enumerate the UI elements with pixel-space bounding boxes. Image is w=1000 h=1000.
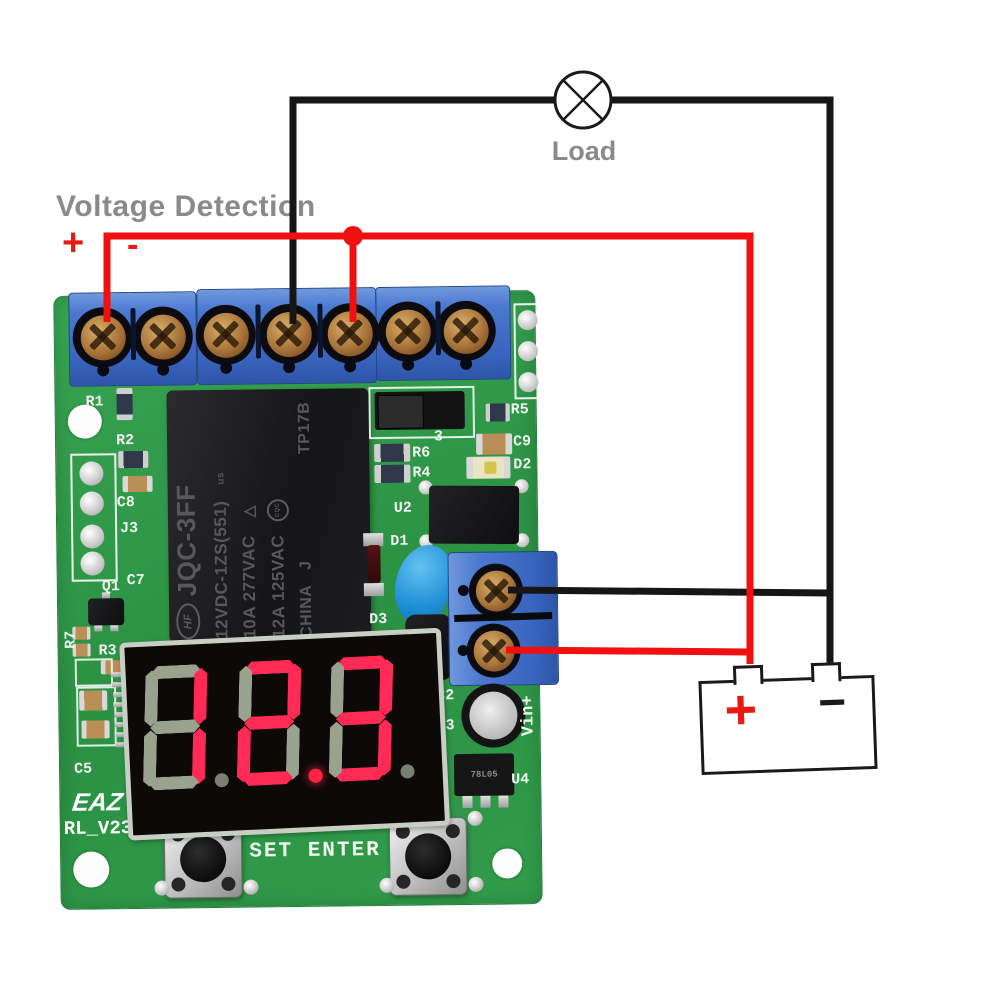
load-symbol <box>553 70 613 130</box>
battery-plus-label: + <box>723 677 759 742</box>
battery-symbol: + − <box>698 662 878 776</box>
load-label: Load <box>551 136 617 166</box>
battery-minus-label: − <box>817 675 848 730</box>
voltage-detection-title: Voltage Detection <box>56 190 316 223</box>
positive-branch-wire <box>505 646 751 656</box>
positive-wire <box>103 232 754 664</box>
positive-polarity-label: + <box>62 222 85 264</box>
negative-branch-wire <box>507 586 831 597</box>
positive-junction-dot <box>343 226 363 246</box>
negative-polarity-label: - <box>127 226 139 264</box>
